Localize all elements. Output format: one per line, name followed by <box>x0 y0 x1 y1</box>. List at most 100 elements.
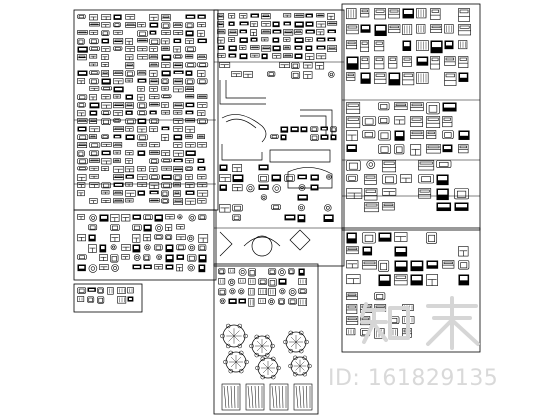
furniture-symbol <box>149 78 159 85</box>
furniture-symbol <box>362 232 376 244</box>
furniture-symbol <box>271 204 281 210</box>
furniture-symbol <box>197 158 205 164</box>
furniture-symbol <box>402 40 412 51</box>
furniture-symbol <box>161 86 169 91</box>
furniture-symbol <box>261 37 269 42</box>
furniture-symbol <box>346 174 358 182</box>
furniture-symbol <box>89 54 98 59</box>
furniture-symbol <box>77 118 88 124</box>
furniture-symbol <box>161 22 171 29</box>
furniture-symbol <box>388 24 401 34</box>
furniture-symbol <box>291 71 301 79</box>
furniture-symbol <box>197 54 207 60</box>
furniture-symbol <box>88 244 97 253</box>
furniture-symbol <box>272 37 280 43</box>
furniture-symbol <box>402 24 413 35</box>
furniture-symbol <box>113 110 123 116</box>
furniture-symbol <box>77 110 86 117</box>
furniture-symbol <box>161 134 169 141</box>
furniture-symbol <box>77 214 85 220</box>
furniture-symbol <box>402 56 412 67</box>
furniture-symbol <box>149 86 158 92</box>
furniture-symbol <box>125 110 133 115</box>
furniture-symbol <box>426 130 437 139</box>
furniture-symbol <box>173 142 183 148</box>
furniture-symbol <box>402 8 415 19</box>
furniture-symbol <box>346 24 359 35</box>
furniture-symbol <box>125 158 133 164</box>
furniture-symbol <box>228 45 237 52</box>
furniture-symbol <box>137 54 149 60</box>
furniture-symbol <box>430 24 443 33</box>
furniture-symbol <box>458 56 469 68</box>
furniture-symbol <box>197 78 208 85</box>
furniture-symbol <box>89 102 100 109</box>
furniture-symbol <box>113 14 122 20</box>
furniture-symbol <box>197 14 206 19</box>
furniture-symbol <box>143 234 151 242</box>
furniture-symbol <box>161 70 171 77</box>
furniture-symbol <box>305 21 314 27</box>
furniture-symbol <box>416 56 429 66</box>
furniture-symbol <box>89 174 99 179</box>
furniture-symbol <box>137 118 147 125</box>
furniture-symbol <box>185 118 196 123</box>
furniture-symbol <box>410 102 424 112</box>
furniture-symbol <box>185 38 194 44</box>
furniture-symbol <box>410 144 422 156</box>
furniture-symbol <box>197 174 207 180</box>
furniture-symbol <box>346 72 356 81</box>
furniture-symbol <box>410 130 424 140</box>
furniture-symbol <box>327 45 337 52</box>
furniture-symbol <box>137 86 145 92</box>
furniture-symbol <box>323 214 334 222</box>
dining-set-group <box>220 323 313 411</box>
furniture-symbol <box>198 214 207 221</box>
furniture-symbol <box>173 110 183 115</box>
furniture-symbol <box>297 194 308 201</box>
furniture-symbol <box>239 45 247 50</box>
furniture-symbol <box>149 30 157 35</box>
furniture-symbol <box>77 174 87 181</box>
furniture-symbol <box>360 24 371 33</box>
furniture-symbol <box>430 40 443 54</box>
furniture-symbol <box>283 21 291 26</box>
furniture-symbol <box>101 102 112 109</box>
furniture-symbol <box>113 182 124 187</box>
furniture-symbol <box>185 150 196 156</box>
furniture-symbol <box>458 24 472 36</box>
furniture-symbol <box>315 62 325 70</box>
furniture-symbol <box>185 102 195 108</box>
furniture-symbol <box>290 126 299 133</box>
furniture-symbol <box>125 198 134 203</box>
furniture-symbol <box>173 70 184 74</box>
furniture-symbol <box>258 298 266 304</box>
furniture-symbol <box>113 102 125 109</box>
furniture-symbol <box>149 46 158 52</box>
furniture-symbol <box>382 174 397 185</box>
furniture-symbol <box>121 214 131 222</box>
furniture-symbol <box>125 22 136 28</box>
furniture-symbol <box>346 292 358 300</box>
furniture-symbol <box>101 30 110 36</box>
furniture-symbol <box>436 202 452 212</box>
furniture-symbol <box>125 134 135 141</box>
furniture-symbol <box>173 182 181 188</box>
furniture-symbol <box>270 134 279 139</box>
furniture-symbol <box>173 198 183 205</box>
furniture-symbol <box>374 56 385 70</box>
furniture-symbol <box>101 158 112 165</box>
furniture-symbol <box>197 182 208 188</box>
furniture-symbol <box>185 190 195 195</box>
furniture-symbol <box>185 86 194 92</box>
furniture-symbol <box>125 190 136 197</box>
furniture-symbol <box>416 40 429 51</box>
furniture-symbol <box>113 46 123 51</box>
furniture-symbol <box>374 40 385 52</box>
furniture-symbol <box>110 224 120 231</box>
furniture-symbol <box>113 198 124 204</box>
furniture-symbol <box>137 78 147 83</box>
furniture-symbol <box>454 202 469 211</box>
furniture-symbol <box>88 234 96 242</box>
furniture-symbol <box>330 126 337 133</box>
